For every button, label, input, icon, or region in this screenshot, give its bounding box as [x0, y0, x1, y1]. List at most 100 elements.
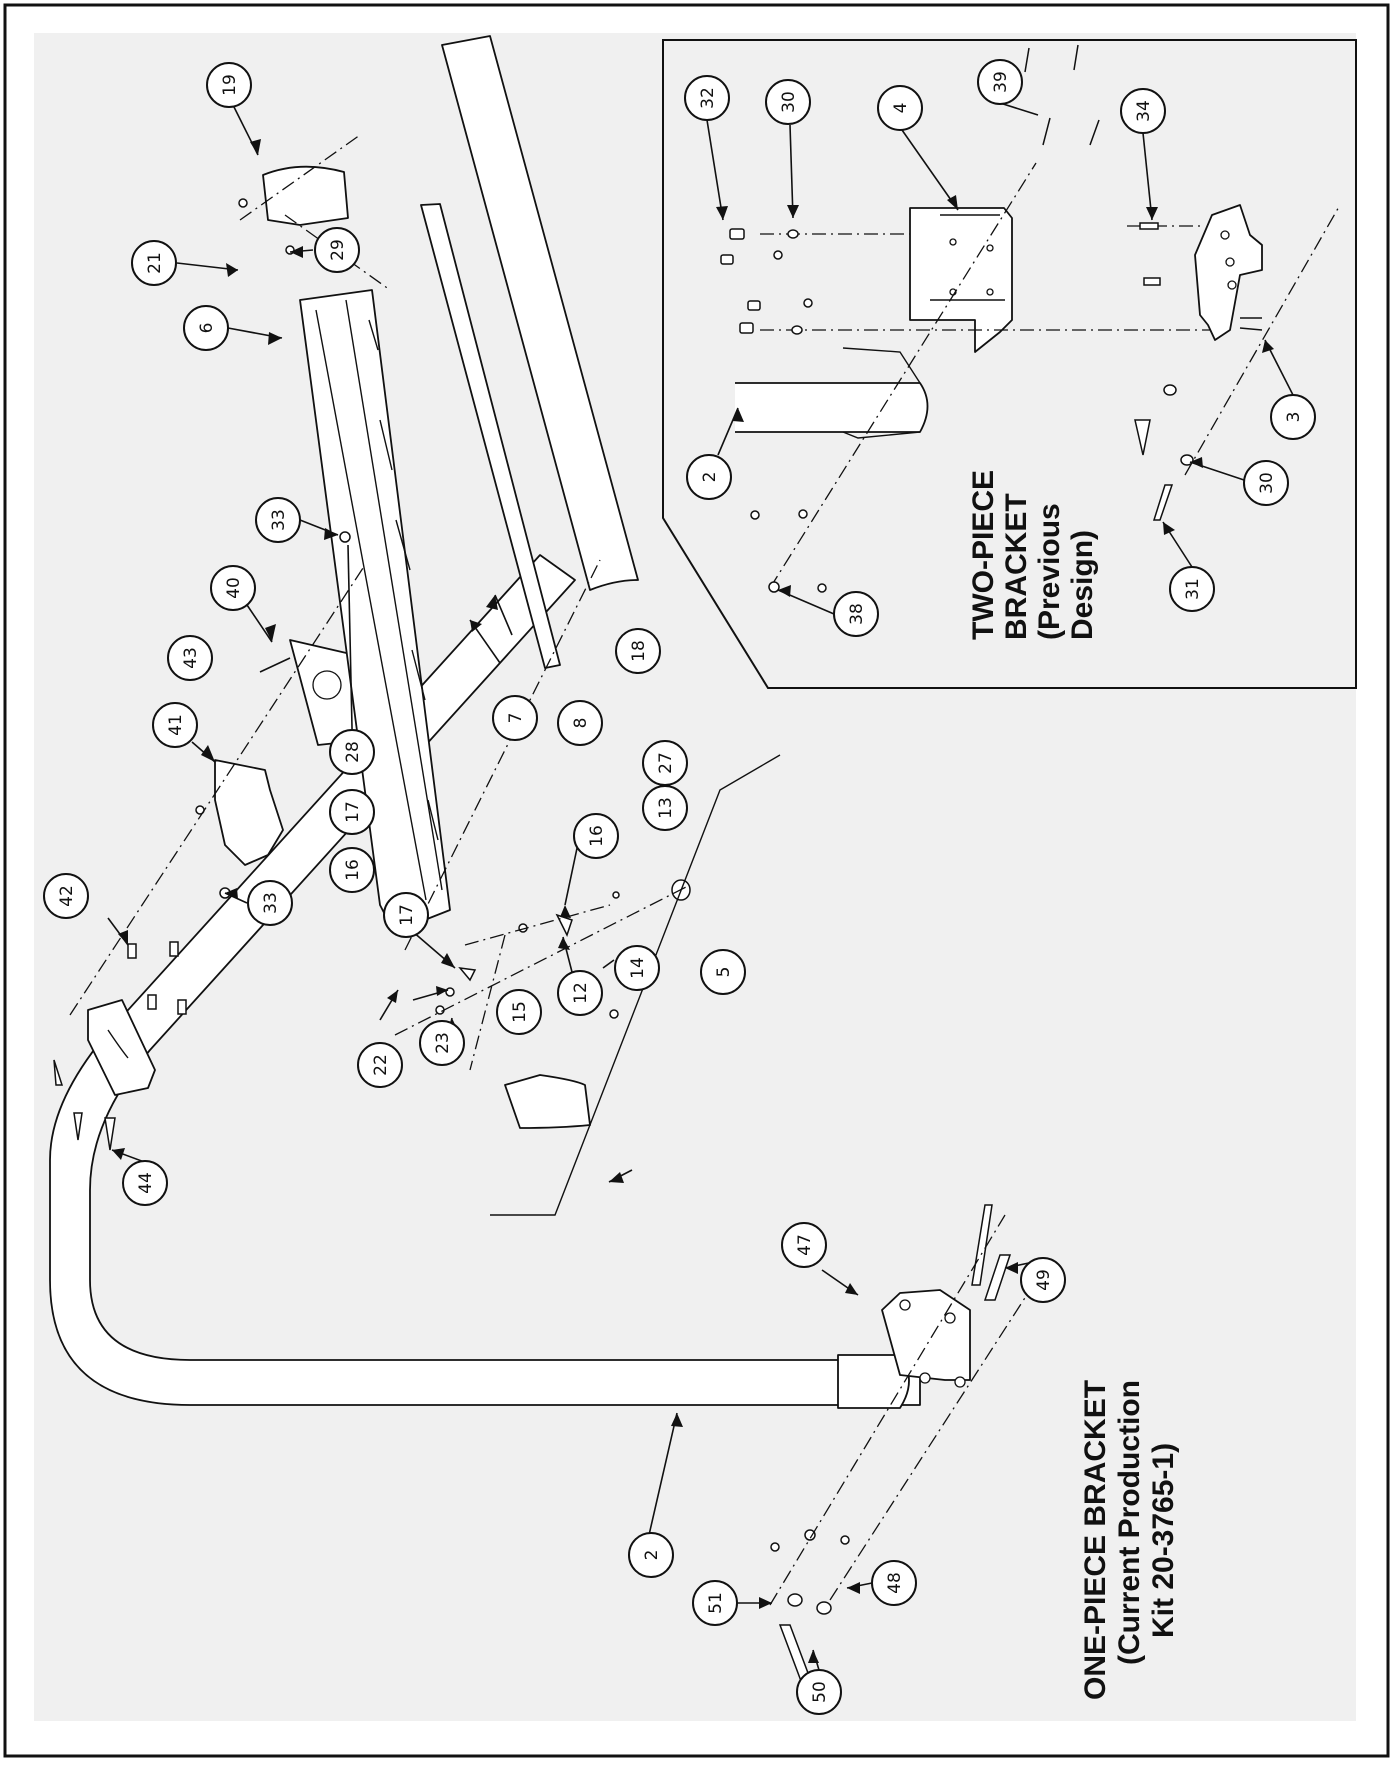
svg-text:2: 2	[642, 1550, 662, 1561]
callout-23: 23	[419, 1020, 465, 1066]
one-piece-line-3: Kit 20-3765-1)	[1147, 1443, 1180, 1638]
one-piece-line-2: (Current Production	[1113, 1380, 1146, 1665]
svg-text:23: 23	[433, 1032, 453, 1054]
callout-3: 3	[1270, 394, 1316, 440]
callout-28: 28	[329, 729, 375, 775]
svg-text:16: 16	[587, 825, 607, 847]
callout-14: 14	[614, 945, 660, 991]
one-piece-line-1: ONE-PIECE BRACKET	[1079, 1380, 1112, 1700]
callout-30-inset: 30	[1243, 460, 1289, 506]
svg-text:33: 33	[269, 509, 289, 531]
callout-2-inset: 2	[686, 454, 732, 500]
svg-text:41: 41	[166, 714, 186, 736]
svg-text:33: 33	[261, 892, 281, 914]
callout-34: 34	[1120, 88, 1166, 134]
callout-17: 17	[329, 789, 375, 835]
two-piece-line-1: TWO-PIECE	[967, 470, 1000, 640]
callout-33: 33	[255, 497, 301, 543]
callout-19: 19	[206, 62, 252, 108]
callout-18: 18	[615, 628, 661, 674]
callout-21: 21	[131, 240, 177, 286]
svg-text:51: 51	[706, 1592, 726, 1614]
callout-40: 40	[210, 565, 256, 611]
callout-50: 50	[796, 1669, 842, 1715]
two-piece-inset	[662, 39, 1357, 689]
svg-text:43: 43	[181, 647, 201, 669]
callout-33: 33	[247, 880, 293, 926]
svg-text:21: 21	[145, 252, 165, 274]
svg-text:30: 30	[779, 91, 799, 113]
svg-text:39: 39	[991, 71, 1011, 93]
callout-4: 4	[877, 85, 923, 131]
svg-text:8: 8	[571, 718, 591, 729]
callout-47: 47	[781, 1222, 827, 1268]
callout-42: 42	[43, 873, 89, 919]
svg-text:7: 7	[506, 713, 526, 724]
callout-49: 49	[1020, 1257, 1066, 1303]
svg-text:49: 49	[1034, 1269, 1054, 1291]
svg-text:50: 50	[810, 1681, 830, 1703]
svg-text:12: 12	[571, 982, 591, 1004]
svg-text:6: 6	[197, 323, 217, 334]
two-piece-line-2: BRACKET	[1000, 493, 1033, 640]
callout-41: 41	[152, 702, 198, 748]
svg-text:48: 48	[885, 1572, 905, 1594]
svg-text:17: 17	[397, 904, 417, 926]
svg-text:29: 29	[328, 239, 348, 261]
svg-text:3: 3	[1284, 412, 1304, 423]
callout-44: 44	[122, 1160, 168, 1206]
callout-12: 12	[557, 970, 603, 1016]
callout-8: 8	[557, 700, 603, 746]
svg-text:22: 22	[371, 1054, 391, 1076]
callout-7: 7	[492, 695, 538, 741]
svg-text:13: 13	[656, 797, 676, 819]
svg-text:19: 19	[220, 74, 240, 96]
two-piece-line-4: Design)	[1066, 530, 1099, 640]
svg-text:47: 47	[795, 1234, 815, 1256]
svg-text:30: 30	[1257, 472, 1277, 494]
callout-27: 27	[642, 740, 688, 786]
svg-text:28: 28	[343, 741, 363, 763]
callout-13: 13	[642, 785, 688, 831]
svg-text:17: 17	[343, 801, 363, 823]
callout-6: 6	[183, 305, 229, 351]
two-piece-label: TWO-PIECE BRACKET (Previous Design)	[967, 470, 1099, 640]
svg-text:5: 5	[714, 967, 734, 978]
callout-48: 48	[871, 1560, 917, 1606]
callout-29: 29	[314, 227, 360, 273]
callout-51: 51	[692, 1580, 738, 1626]
svg-text:32: 32	[698, 87, 718, 109]
callout-5: 5	[700, 949, 746, 995]
callout-16: 16	[573, 813, 619, 859]
svg-text:34: 34	[1134, 100, 1154, 122]
callout-39: 39	[977, 59, 1023, 105]
one-piece-label: ONE-PIECE BRACKET (Current Production Ki…	[1079, 1380, 1180, 1700]
svg-text:18: 18	[629, 640, 649, 662]
callouts: 19 21 29 6 33 40 43 41 42 33 28 17 16 7 …	[43, 59, 1316, 1715]
callout-16: 16	[329, 847, 375, 893]
svg-text:15: 15	[510, 1001, 530, 1023]
callout-31: 31	[1169, 566, 1215, 612]
two-piece-line-3: (Previous	[1033, 503, 1066, 640]
callout-32: 32	[684, 75, 730, 121]
svg-text:2: 2	[700, 472, 720, 483]
svg-text:38: 38	[847, 603, 867, 625]
callout-2: 2	[628, 1532, 674, 1578]
svg-text:27: 27	[656, 752, 676, 774]
svg-text:42: 42	[57, 885, 77, 907]
callout-17: 17	[383, 892, 429, 938]
svg-text:44: 44	[136, 1172, 156, 1194]
arrowheads	[112, 139, 1274, 1663]
callout-15: 15	[496, 989, 542, 1035]
callout-22: 22	[357, 1042, 403, 1088]
svg-text:14: 14	[628, 957, 648, 979]
svg-text:31: 31	[1183, 578, 1203, 600]
callout-30: 30	[765, 79, 811, 125]
svg-text:16: 16	[343, 859, 363, 881]
callout-38: 38	[833, 591, 879, 637]
svg-text:4: 4	[891, 103, 911, 114]
callout-43: 43	[167, 635, 213, 681]
svg-text:40: 40	[224, 577, 244, 599]
